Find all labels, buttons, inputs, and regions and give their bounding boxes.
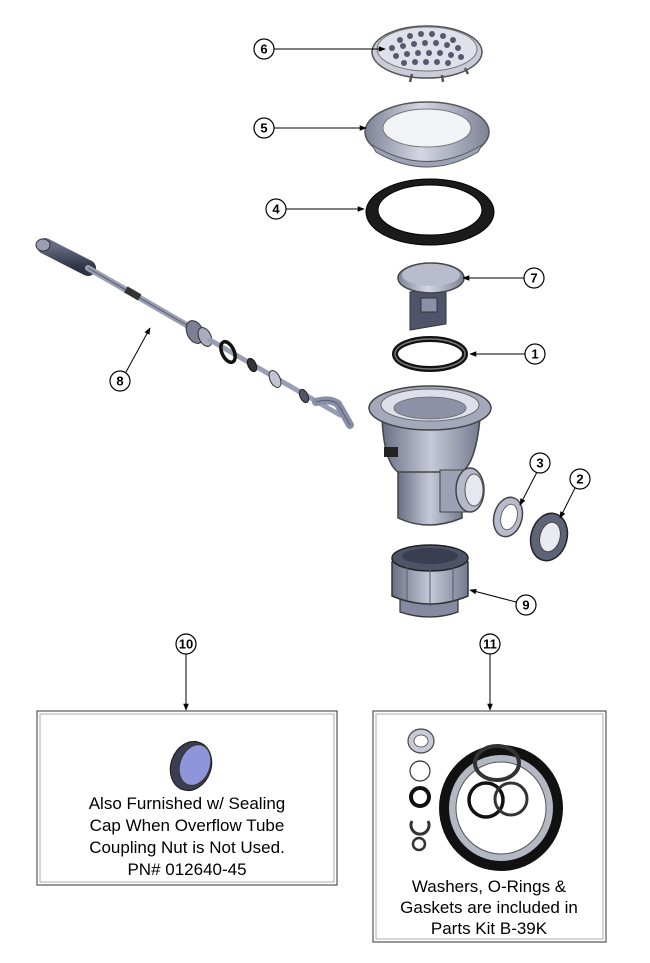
callout-3: 3 (529, 452, 551, 474)
callout-1: 1 (524, 343, 546, 365)
flange-part (364, 101, 490, 168)
sealing-cap-line-1: Also Furnished w/ Sealing (89, 794, 286, 813)
strainer-basket-part (371, 25, 483, 83)
callout-5-label: 5 (260, 121, 267, 136)
sealing-cap-line-4: PN# 012640-45 (127, 860, 246, 879)
sealing-cap-image (169, 740, 213, 792)
callout-5: 5 (253, 117, 275, 139)
callout-11: 11 (479, 633, 501, 655)
callout-1-label: 1 (531, 347, 538, 362)
parts-kit-line-2: Gaskets are included in (400, 898, 578, 917)
leader-lines (125, 46, 576, 711)
drain-body (368, 385, 492, 526)
lever-handle-rod-part (35, 238, 354, 429)
callout-7-label: 7 (530, 271, 537, 286)
callout-6: 6 (253, 38, 275, 60)
tailpiece-part (391, 544, 469, 618)
stopper-part (397, 262, 465, 331)
sealing-cap-line-2: Cap When Overflow Tube (90, 816, 285, 835)
sealing-cap-line-3: Coupling Nut is Not Used. (89, 838, 285, 857)
parts-kit-image (407, 728, 563, 871)
coupling-nut-part (529, 512, 569, 562)
callout-11-label: 11 (483, 637, 497, 652)
callout-9-label: 9 (522, 598, 529, 613)
sealing-cap-box: Also Furnished w/ Sealing Cap When Overf… (36, 710, 338, 886)
callout-3-label: 3 (536, 456, 543, 471)
callout-10: 10 (175, 633, 197, 655)
callout-10-label: 10 (179, 637, 193, 652)
callout-6-label: 6 (260, 42, 267, 57)
callout-2: 2 (569, 468, 591, 490)
washer-part (492, 496, 524, 538)
callout-4: 4 (265, 198, 287, 220)
parts-kit-line-1: Washers, O-Rings & (412, 877, 567, 896)
callout-8-label: 8 (116, 374, 123, 389)
callout-4-label: 4 (272, 202, 280, 217)
parts-kit-box: Washers, O-Rings & Gaskets are included … (372, 710, 607, 943)
o-ring-part (392, 336, 468, 372)
callout-8: 8 (109, 370, 131, 392)
callout-2-label: 2 (576, 472, 583, 487)
callout-9: 9 (515, 594, 537, 616)
callout-7: 7 (523, 267, 545, 289)
gasket-part (365, 178, 495, 246)
parts-kit-line-3: Parts Kit B-39K (431, 919, 548, 938)
